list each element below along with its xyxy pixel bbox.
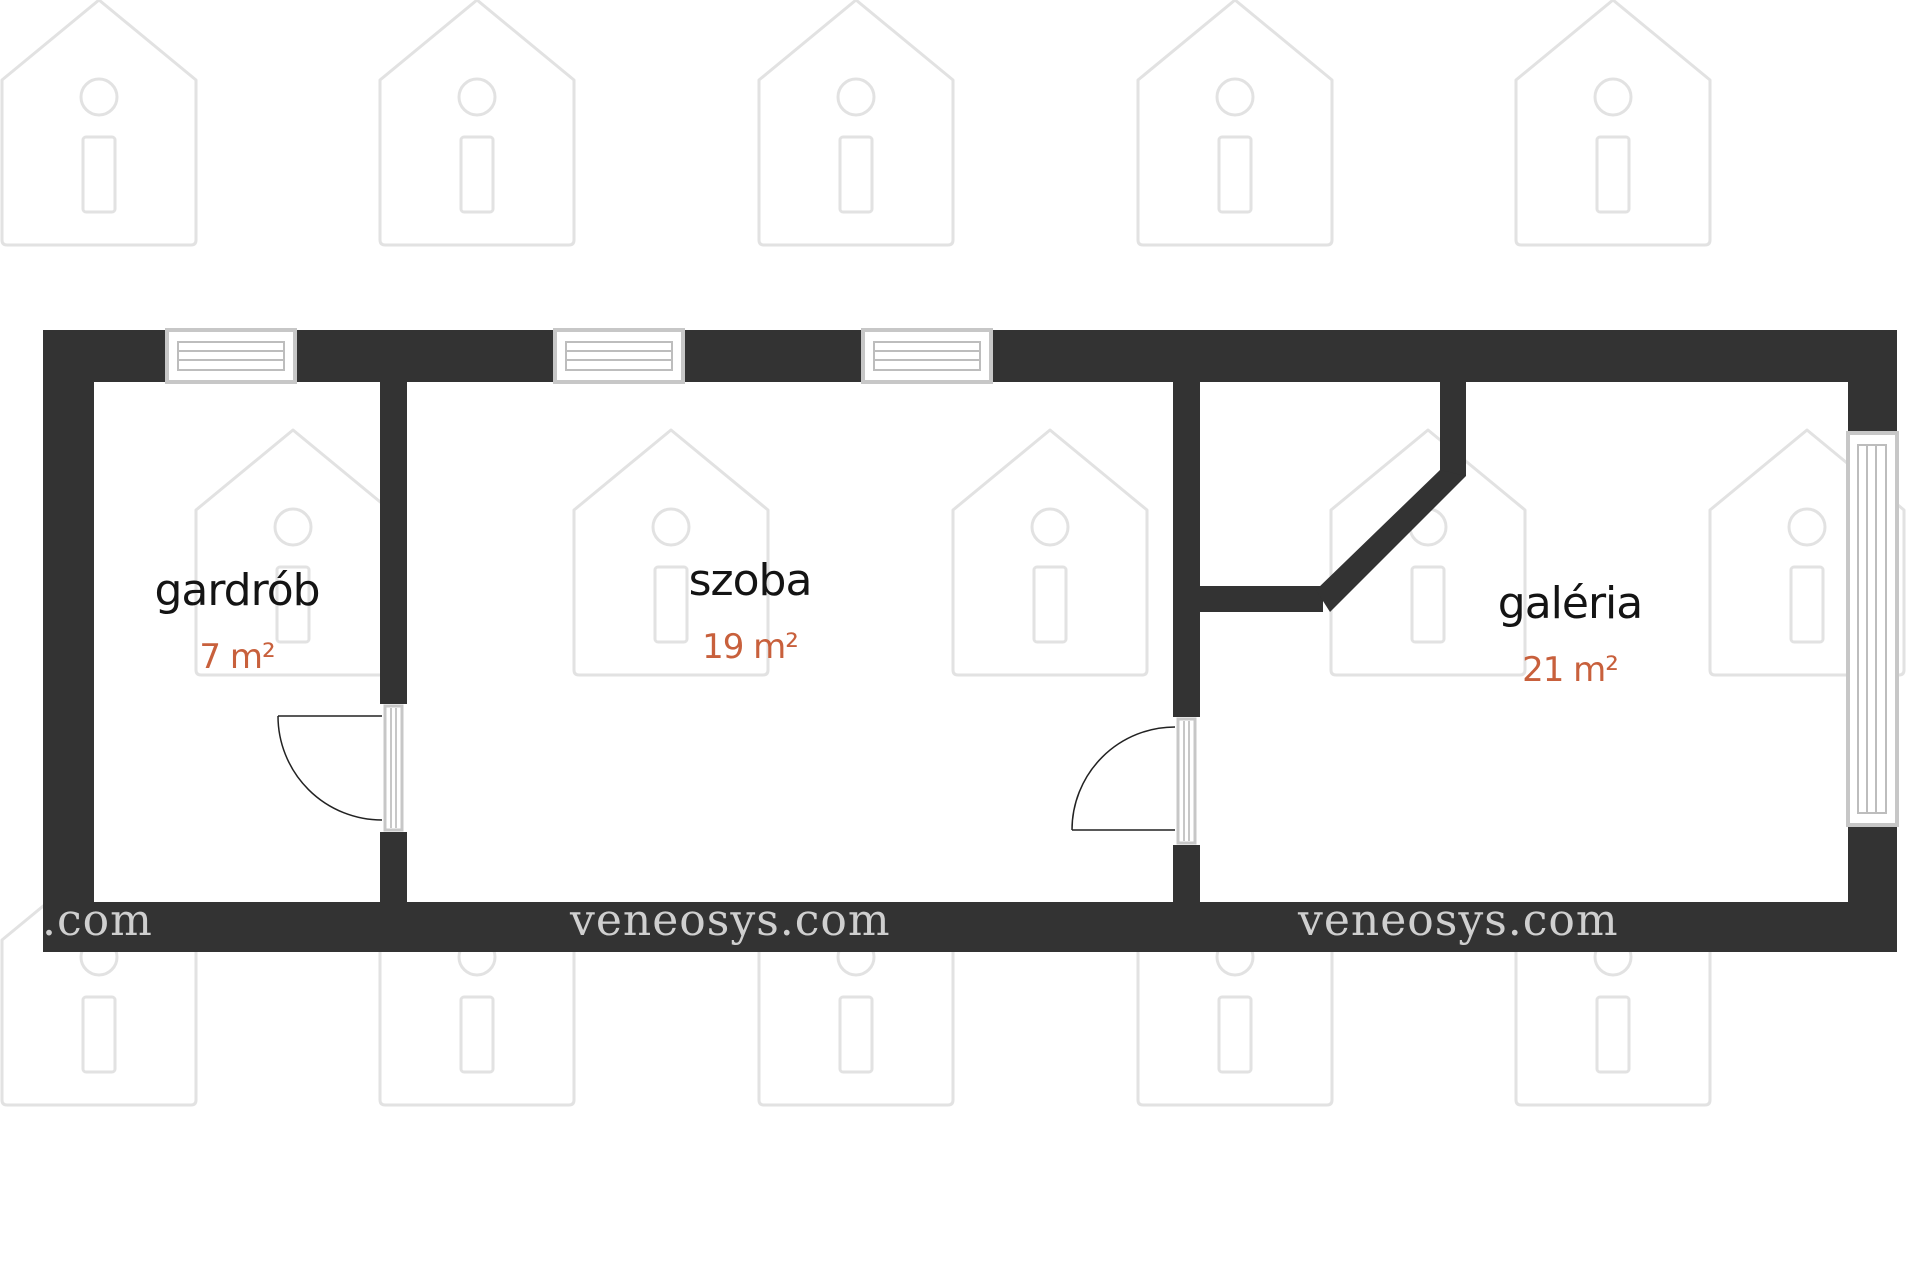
house-info-watermark-icon <box>757 0 955 247</box>
wall-partition-1-lower <box>380 832 407 902</box>
wall-partition-2-lower <box>1173 845 1200 902</box>
room-name-gardrob: gardrób <box>154 565 319 616</box>
room-name-szoba: szoba <box>689 555 812 606</box>
room-name-galeria: galéria <box>1498 578 1642 629</box>
watermark-text-layer: .com veneosys.com veneosys.com <box>42 895 1619 946</box>
watermark-text: veneosys.com <box>1297 895 1619 946</box>
door-galeria <box>1071 717 1200 845</box>
window-top-1 <box>165 328 297 384</box>
room-area-galeria: 21 m² <box>1522 650 1618 690</box>
wall-partition-2-upper <box>1173 382 1200 717</box>
wall-left <box>43 330 94 952</box>
house-info-watermark-icon <box>378 0 576 247</box>
window-right <box>1846 431 1899 827</box>
room-floors <box>94 382 1848 902</box>
room-labels: gardrób 7 m² szoba 19 m² galéria 21 m² <box>154 555 1643 690</box>
house-info-watermark-icon <box>1514 0 1712 247</box>
house-info-watermark-icon <box>1136 0 1334 247</box>
doors <box>277 704 1200 845</box>
room-area-gardrob: 7 m² <box>199 637 274 677</box>
watermark-text: veneosys.com <box>569 895 891 946</box>
window-top-2 <box>553 328 685 384</box>
watermark-text: .com <box>42 895 153 946</box>
wall-partition-1-upper <box>380 382 407 704</box>
door-gardrob <box>277 704 407 832</box>
wall-nook-vertical <box>1440 382 1466 476</box>
house-info-watermark-icon <box>0 0 198 247</box>
wall-bottom <box>43 902 1897 952</box>
window-top-3 <box>861 328 993 384</box>
wall-nook-diagonal <box>1316 470 1466 612</box>
windows <box>165 328 1899 827</box>
room-area-szoba: 19 m² <box>702 627 798 667</box>
wall-nook-horizontal <box>1200 586 1323 612</box>
